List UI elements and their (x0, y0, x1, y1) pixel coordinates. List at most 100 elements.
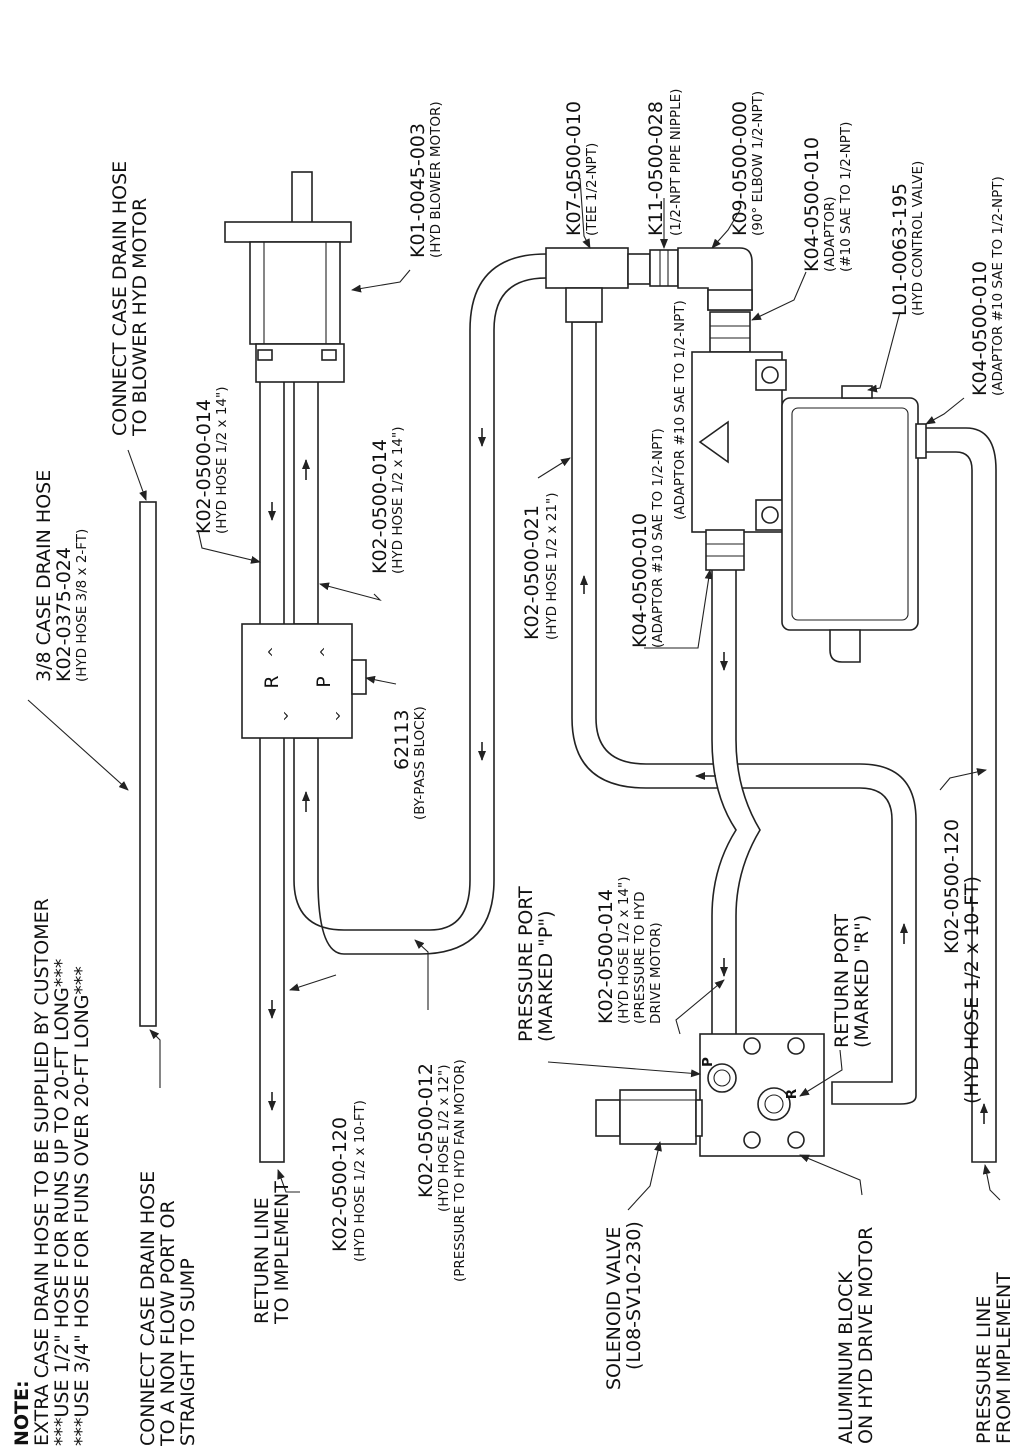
adaptor-side-label: (ADAPTOR #10 SAE TO 1/2-NPT) (672, 300, 688, 520)
elbow-desc: (90° ELBOW 1/2-NPT) (750, 91, 766, 236)
leader-line (579, 177, 591, 249)
connect-case-drain-sump-label: CONNECT CASE DRAIN HOSE TO A NON FLOW PO… (137, 1171, 199, 1447)
bypass-arrow-p-bottom: ^ (326, 710, 342, 721)
adaptor-top (709, 311, 751, 353)
hose-drive-part: K02-0500-014 (595, 889, 617, 1024)
leader-line (925, 397, 965, 425)
bypass-label-r: R (261, 675, 283, 688)
return-line-label: RETURN LINE TO IMPLEMENT (251, 1181, 293, 1325)
leader-line (319, 582, 382, 602)
pressure-port-label: PRESSURE PORT (MARKED "P") (515, 886, 557, 1042)
bypass-arrow-r-bottom: ^ (274, 710, 290, 721)
leader-line (867, 311, 901, 393)
leader-line (277, 1169, 300, 1193)
hose-lower-14-label: K02-0500-014 (HYD HOSE 1/2 x 14") (369, 427, 406, 574)
leader-line (27, 699, 129, 791)
hose-21-part: K02-0500-021 (521, 505, 543, 640)
case-drain-hose-label: 3/8 CASE DRAIN HOSE K02-0375-024 (HYD HO… (33, 470, 90, 682)
pressure-line-1: PRESSURE LINE (973, 1296, 995, 1444)
blower-motor-label: K01-0045-003 (HYD BLOWER MOTOR) (407, 101, 444, 258)
leader-line (149, 1029, 161, 1088)
elbow-part: K09-0500-000 (729, 101, 751, 236)
aluminum-line-2: ON HYD DRIVE MOTOR (855, 1227, 877, 1444)
leader-line (197, 529, 261, 564)
hose-fan-desc: (HYD HOSE 1/2 x 12") (436, 1065, 452, 1212)
bypass-arrow-r-top: ^ (266, 646, 282, 657)
case-drain-title: 3/8 CASE DRAIN HOSE (33, 470, 55, 682)
control-valve-part: L01-0063-195 (889, 183, 911, 316)
connect-motor-line-1: CONNECT CASE DRAIN HOSE (109, 161, 131, 436)
return-port-1: RETURN PORT (831, 914, 853, 1048)
tee-desc: (TEE 1/2-NPT) (584, 143, 600, 236)
hose-pressure-10ft-label: K02-0500-120 (HYD HOSE 1/2 x 10-FT) (941, 819, 983, 1104)
leader-line (414, 939, 429, 1010)
adaptor-top-label: K04-0500-010 (ADAPTOR) (#10 SAE TO 1/2-N… (801, 122, 854, 272)
hose-fan-desc-2: (PRESSURE TO HYD FAN MOTOR) (452, 1059, 468, 1282)
leader-line (799, 1154, 863, 1196)
pipe-nipple (649, 249, 679, 287)
hose-drive-desc-3: DRIVE MOTOR) (648, 922, 664, 1024)
leader-line (289, 974, 337, 992)
adaptor-right-desc: (ADAPTOR #10 SAE TO 1/2-NPT) (990, 176, 1006, 396)
nipple-desc: (1/2-NPT PIPE NIPPLE) (668, 89, 684, 236)
connect-case-drain-motor-label: CONNECT CASE DRAIN HOSE TO BLOWER HYD MO… (109, 161, 151, 437)
hose-drive-desc-2: (PRESSURE TO HYD (632, 892, 648, 1025)
case-drain-desc: (HYD HOSE 3/8 x 2-FT) (74, 529, 90, 682)
solenoid-valve (595, 1089, 703, 1145)
pressure-line-label: PRESSURE LINE FROM IMPLEMENT (973, 1272, 1015, 1444)
aluminum-block: P R (699, 1033, 825, 1157)
hose-upper-part: K02-0500-014 (193, 399, 215, 534)
control-valve-label: L01-0063-195 (HYD CONTROL VALVE) (889, 161, 926, 316)
leader-line (711, 209, 741, 249)
bypass-block-label: 62113 (BY-PASS BLOCK) (391, 706, 428, 820)
tee-label: K07-0500-010 (TEE 1/2-NPT) (563, 101, 600, 236)
leader-line (547, 1061, 701, 1078)
aluminum-line-1: ALUMINUM BLOCK (835, 1271, 857, 1444)
leader-line (675, 979, 725, 1035)
note-line-2: ***USE 1/2" HOSE FOR RUNS UP TO 20-FT LO… (51, 959, 73, 1446)
port-mark-r: R (784, 1088, 800, 1099)
note-line-3: ***USE 3/4" HOSE FOR FUNS OVER 20-FT LON… (71, 966, 93, 1446)
case-drain-part: K02-0375-024 (53, 547, 75, 682)
hose-return-10ft-label: K02-0500-120 (HYD HOSE 1/2 x 10-FT) (329, 1100, 368, 1262)
leader-line (644, 569, 713, 649)
connect-motor-line-2: TO BLOWER HYD MOTOR (129, 198, 151, 437)
leader-lines (27, 177, 1001, 1211)
hose-pressure-desc: (HYD HOSE 1/2 x 10-FT) (961, 876, 983, 1104)
connect-sump-line-2: TO A NON FLOW PORT OR (157, 1200, 179, 1447)
return-line-hose (259, 379, 285, 1163)
return-port-2: (MARKED "R") (851, 915, 873, 1048)
connect-sump-line-1: CONNECT CASE DRAIN HOSE (137, 1171, 159, 1446)
solenoid-valve-label: SOLENOID VALVE (L08-SV10-230) (603, 1221, 645, 1390)
leader-line (365, 675, 397, 685)
bypass-label-p: P (313, 676, 335, 687)
adaptor-mid-part: K04-0500-010 (629, 513, 651, 648)
pressure-port-2: (MARKED "P") (535, 911, 557, 1043)
leader-line (799, 1049, 843, 1097)
return-line-1: RETURN LINE (251, 1197, 273, 1324)
hose-pressure-part: K02-0500-120 (941, 819, 963, 954)
hose-21 (571, 321, 917, 1105)
control-valve (691, 351, 927, 663)
hose-lower-part: K02-0500-014 (369, 439, 391, 574)
leader-line (982, 1164, 1001, 1201)
flow-arrows (268, 428, 988, 1124)
blower-part: K01-0045-003 (407, 123, 429, 258)
control-valve-desc: (HYD CONTROL VALVE) (910, 161, 926, 316)
leader-line (127, 449, 147, 501)
hose-return-part: K02-0500-120 (329, 1117, 351, 1252)
bypass-desc: (BY-PASS BLOCK) (412, 706, 428, 820)
note-heading: NOTE: (11, 1380, 33, 1446)
nipple-label: K11-0500-028 (1/2-NPT PIPE NIPPLE) (645, 89, 684, 236)
blower-motor (224, 171, 352, 383)
hose-21-label: K02-0500-021 (HYD HOSE 1/2 x 21") (521, 493, 560, 640)
leader-line (939, 768, 987, 791)
hose-drive-14-label: K02-0500-014 (HYD HOSE 1/2 x 14") (PRESS… (595, 877, 664, 1024)
leader-line (351, 269, 411, 293)
pressure-port-1: PRESSURE PORT (515, 886, 537, 1042)
adaptor-top-desc-1: (ADAPTOR) (822, 196, 838, 272)
return-line-2: TO IMPLEMENT (271, 1181, 293, 1325)
aluminum-block-label: ALUMINUM BLOCK ON HYD DRIVE MOTOR (835, 1227, 877, 1444)
adaptor-mid-desc: (ADAPTOR #10 SAE TO 1/2-NPT) (650, 428, 666, 648)
adaptor-right-part: K04-0500-010 (969, 261, 991, 396)
